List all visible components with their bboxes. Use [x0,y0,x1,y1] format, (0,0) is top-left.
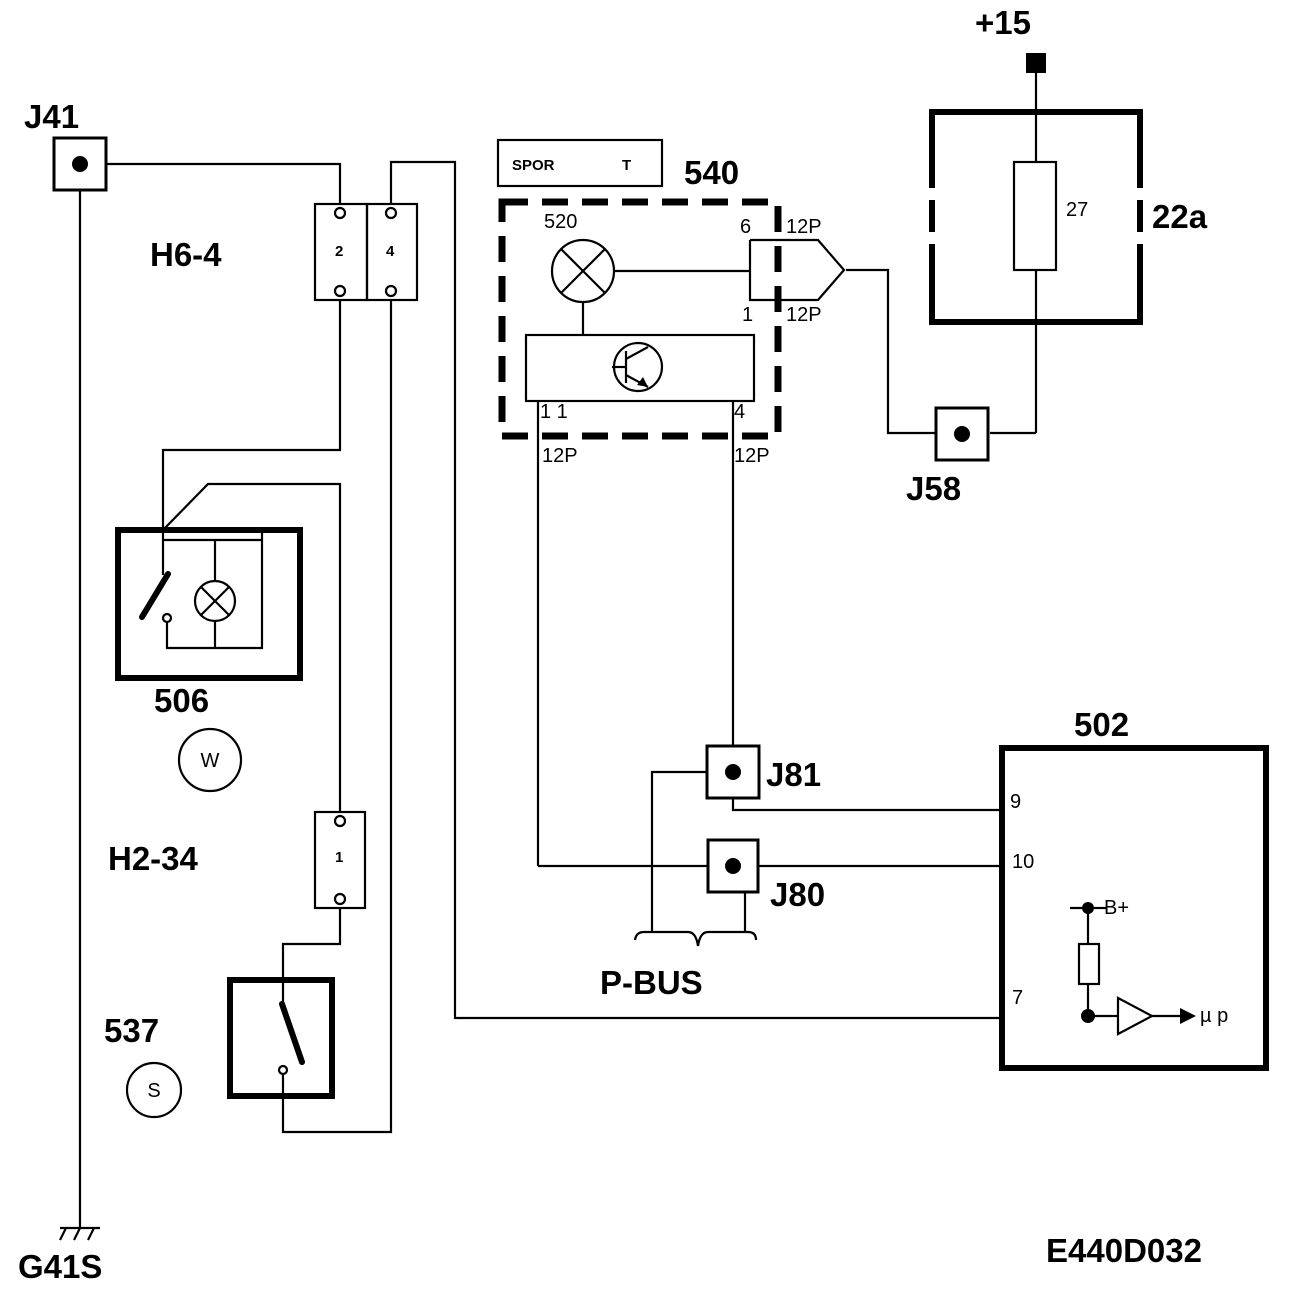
component-537-label: 537 [104,1012,159,1049]
connector-h6-4 [313,202,419,302]
component-506-label: 506 [154,682,209,719]
ground-label: G41S [18,1248,102,1285]
wire-h6-2-to-506 [161,300,342,530]
wire-h6-4-to-502-pin7 [389,160,1002,1020]
h6-4-pin-4: 4 [386,243,395,260]
h6-4-label: H6-4 [150,236,222,273]
j58-dot [954,426,970,442]
w-symbol-icon [177,727,243,793]
pin-11-label: 1 1 [540,401,568,423]
sport-label-left: SPOR [512,157,555,174]
component-540-label: 540 [684,154,739,191]
j41-label: J41 [24,98,79,135]
s-symbol-label: S [147,1080,160,1102]
diagram-code: E440D032 [1046,1232,1202,1269]
pin-9-label: 9 [1010,791,1021,813]
lamp-520-label: 520 [544,211,577,233]
fuse-label: 27 [1066,199,1088,221]
conn-12p-left: 12P [542,445,578,467]
driver-box [524,333,756,403]
switch-537-contact [277,1064,289,1076]
pin-6-label: 6 [740,216,751,238]
j81-label: J81 [766,756,821,793]
component-537-box [227,977,335,1099]
component-502-label: 502 [1074,706,1129,743]
j58-label: J58 [906,470,961,507]
mp-label: µ p [1200,1005,1228,1027]
switch-506-lever-icon [139,571,171,620]
pin-1-label: 1 [742,304,753,326]
h2-34-label: H2-34 [108,840,199,877]
j58-wire-left [846,268,936,435]
bplus-label: B+ [1104,897,1129,919]
component-540-box [498,198,782,440]
w-symbol-label: W [201,750,220,772]
conn-12p-right: 12P [734,445,770,467]
connector-6-1-plug [750,238,846,302]
sport-label-box [496,138,664,188]
wire-506-to-h2-34 [162,482,342,812]
box-22a-label: 22a [1152,198,1208,235]
lamp-520-icon [550,238,616,304]
buffer-icon [1116,996,1155,1036]
wire-h2-34-to-537 [281,908,342,980]
component-502-box [999,745,1269,1071]
pin-7-label: 7 [1012,987,1023,1009]
j41-dot [72,156,88,172]
wire-j41-to-h6-2 [106,162,342,204]
sport-label-right: T [622,157,631,174]
component-506-box [115,527,303,681]
h6-4-pin-2: 2 [335,243,343,260]
fuse-27 [1012,160,1058,272]
pin-4-label: 4 [734,401,745,423]
j81-dot [725,764,741,780]
ground-symbol-icon [59,1226,100,1241]
supply-terminal [1026,53,1046,73]
conn-12p-top: 12P [786,216,822,238]
supply-label: +15 [975,4,1031,41]
connector-6-1-housing [748,240,774,302]
j80-label: J80 [770,876,825,913]
p-bus-label: P-BUS [600,964,703,1001]
transistor-icon [612,341,664,393]
s-symbol-icon [125,1061,183,1119]
wire-j81-to-502-pin9 [731,798,1002,812]
conn-12p-bottom: 12P [786,304,822,326]
h2-34-pin-1: 1 [335,849,343,866]
pin-10-label: 10 [1012,851,1034,873]
pullup-resistor [1077,942,1101,986]
switch-506-contact [161,612,173,624]
p-bus-brace [633,930,758,947]
lamp-506-icon [193,579,237,623]
wire-h6-4-to-537 [281,300,393,1134]
wire-j81-bus [650,770,707,932]
switch-537-lever-icon [279,1001,305,1065]
j80-dot [725,858,741,874]
output-arrow-icon [1180,1008,1196,1024]
